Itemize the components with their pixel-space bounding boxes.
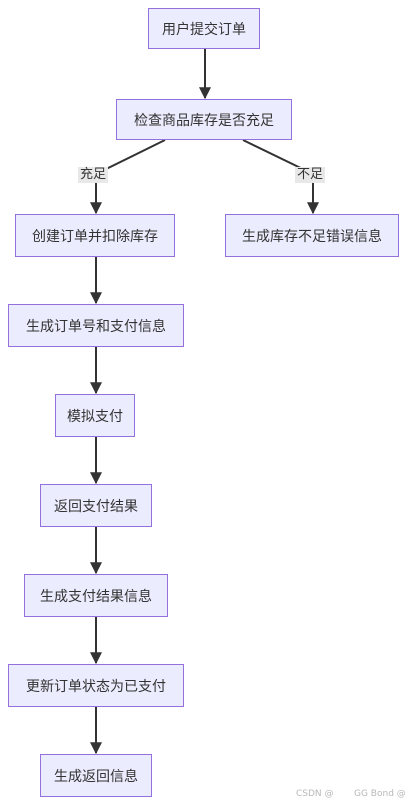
node-check-stock[interactable]: 检查商品库存是否充足: [116, 99, 292, 140]
edge-label-sufficient: 充足: [78, 167, 109, 183]
edge-label-insufficient: 不足: [295, 167, 326, 183]
node-update-status[interactable]: 更新订单状态为已支付: [8, 664, 184, 707]
node-start[interactable]: 用户提交订单: [148, 8, 260, 49]
node-create-order[interactable]: 创建订单并扣除库存: [15, 214, 175, 257]
node-simulate-payment[interactable]: 模拟支付: [55, 394, 135, 437]
watermark-right: GG Bond @: [354, 789, 406, 799]
node-gen-result[interactable]: 生成支付结果信息: [24, 574, 168, 617]
node-return-result[interactable]: 返回支付结果: [40, 484, 152, 527]
node-gen-order-no[interactable]: 生成订单号和支付信息: [8, 304, 184, 347]
node-final[interactable]: 生成返回信息: [40, 754, 152, 797]
watermark-left: CSDN @: [296, 789, 334, 799]
node-stock-error[interactable]: 生成库存不足错误信息: [225, 214, 399, 257]
